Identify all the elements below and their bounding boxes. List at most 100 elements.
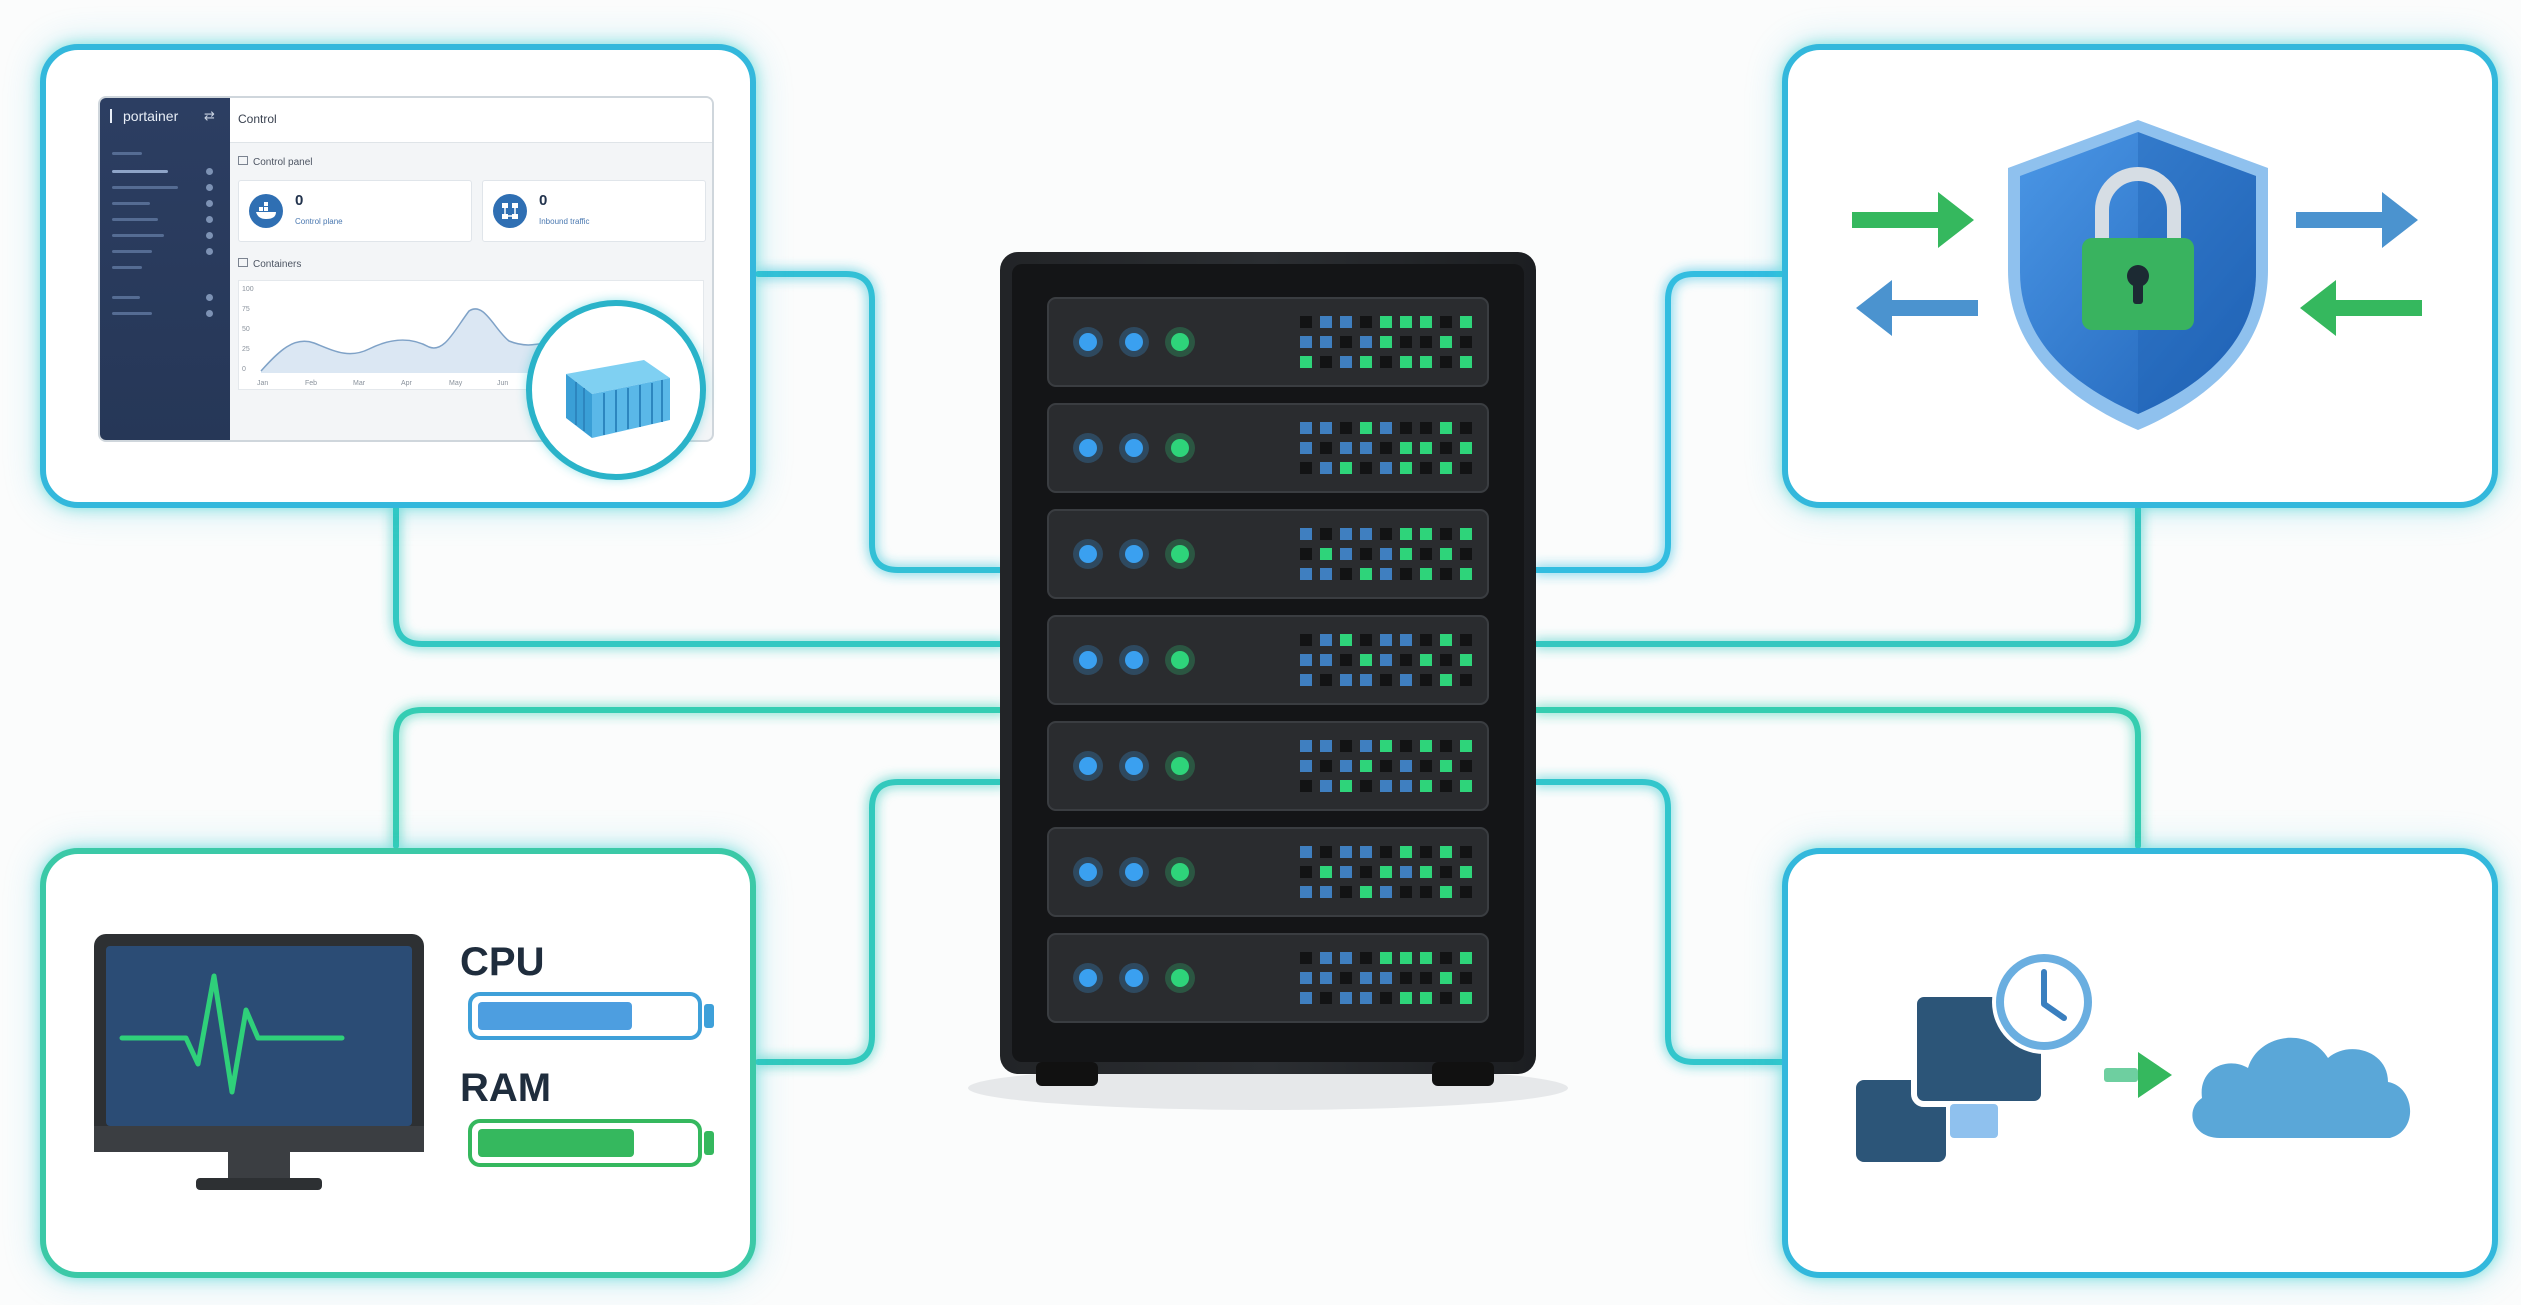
sidebar-item[interactable]	[112, 152, 142, 155]
port-indicator	[1460, 568, 1472, 580]
port-indicator	[1460, 674, 1472, 686]
port-indicator	[1360, 886, 1372, 898]
swap-arrows-icon	[1852, 192, 2422, 336]
port-indicator	[1440, 992, 1452, 1004]
port-indicator	[1460, 780, 1472, 792]
port-indicator	[1380, 674, 1392, 686]
x-tick: Mar	[353, 380, 366, 387]
port-indicator	[1440, 760, 1452, 772]
port-indicator	[1340, 356, 1352, 368]
control-panel-heading: Control panel	[238, 156, 312, 168]
sidebar-item[interactable]	[112, 218, 158, 221]
port-indicator	[1360, 462, 1372, 474]
containers-title: Containers	[253, 259, 302, 270]
y-tick: 100	[242, 286, 254, 293]
port-indicator	[1340, 780, 1352, 792]
sidebar-item[interactable]	[112, 312, 152, 315]
port-indicator	[1300, 422, 1312, 434]
stat-card-inbound-traffic[interactable]: 0 Inbound traffic	[482, 180, 706, 242]
status-led	[1171, 333, 1189, 351]
port-indicator	[1320, 356, 1332, 368]
port-indicator	[1420, 740, 1432, 752]
port-indicator	[1340, 740, 1352, 752]
port-indicator	[1340, 568, 1352, 580]
port-indicator	[1320, 952, 1332, 964]
port-indicator	[1400, 952, 1412, 964]
status-led	[1171, 439, 1189, 457]
connector-br-lower	[1533, 779, 1785, 1065]
port-indicator	[1380, 952, 1392, 964]
dashboard-title: Control	[238, 112, 277, 126]
port-indicator	[1360, 760, 1372, 772]
port-indicator	[1400, 528, 1412, 540]
port-indicator	[1440, 442, 1452, 454]
port-indicator	[1380, 316, 1392, 328]
port-indicator	[1340, 548, 1352, 560]
containers-heading: Containers	[238, 258, 301, 270]
swap-icon[interactable]: ⇄	[204, 108, 215, 123]
port-indicator	[1360, 846, 1372, 858]
sidebar-item-icon	[206, 216, 213, 223]
status-led	[1079, 863, 1097, 881]
port-indicator	[1380, 336, 1392, 348]
port-indicator	[1400, 674, 1412, 686]
port-indicator	[1300, 780, 1312, 792]
sidebar-item[interactable]	[112, 234, 164, 237]
port-indicator	[1320, 462, 1332, 474]
status-led	[1125, 863, 1143, 881]
sidebar-item[interactable]	[112, 250, 152, 253]
port-indicator	[1360, 528, 1372, 540]
port-indicator	[1380, 654, 1392, 666]
sidebar-item[interactable]	[112, 202, 150, 205]
port-indicator	[1460, 740, 1472, 752]
port-indicator	[1460, 442, 1472, 454]
port-indicator	[1420, 952, 1432, 964]
stat-card-control-plane[interactable]: 0 Control plane	[238, 180, 472, 242]
sidebar-item[interactable]	[112, 296, 140, 299]
port-indicator	[1360, 422, 1372, 434]
port-indicator	[1420, 356, 1432, 368]
cpu-bar	[468, 992, 714, 1040]
port-indicator	[1420, 528, 1432, 540]
backup-illustration	[1856, 950, 2411, 1162]
port-indicator	[1380, 634, 1392, 646]
port-indicator	[1380, 780, 1392, 792]
monitoring-card	[40, 848, 756, 1278]
sidebar-item[interactable]	[112, 266, 142, 269]
sidebar-item[interactable]	[112, 186, 178, 189]
port-indicator	[1460, 846, 1472, 858]
port-indicator	[1320, 846, 1332, 858]
port-indicator	[1420, 336, 1432, 348]
port-indicator	[1300, 972, 1312, 984]
port-indicator	[1400, 846, 1412, 858]
port-indicator	[1400, 760, 1412, 772]
port-indicator	[1420, 442, 1432, 454]
port-indicator	[1420, 992, 1432, 1004]
port-indicator	[1360, 356, 1372, 368]
stat-value: 0	[539, 192, 548, 209]
port-indicator	[1460, 316, 1472, 328]
y-tick: 0	[242, 366, 246, 373]
sidebar-item[interactable]	[112, 170, 168, 173]
status-led	[1125, 969, 1143, 987]
port-indicator	[1440, 780, 1452, 792]
connector-bl-lower	[755, 779, 1007, 1065]
port-indicator	[1340, 952, 1352, 964]
port-indicator	[1340, 972, 1352, 984]
port-indicator	[1340, 674, 1352, 686]
port-indicator	[1340, 654, 1352, 666]
port-indicator	[1460, 634, 1472, 646]
port-indicator	[1400, 422, 1412, 434]
port-indicator	[1460, 356, 1472, 368]
port-indicator	[1300, 846, 1312, 858]
port-indicator	[1360, 568, 1372, 580]
port-indicator	[1340, 866, 1352, 878]
port-indicator	[1300, 654, 1312, 666]
clock-icon	[1992, 950, 2096, 1054]
port-indicator	[1380, 886, 1392, 898]
transfer-arrow-icon	[2104, 1052, 2172, 1098]
port-indicator	[1380, 846, 1392, 858]
port-indicator	[1320, 528, 1332, 540]
port-indicator	[1340, 992, 1352, 1004]
